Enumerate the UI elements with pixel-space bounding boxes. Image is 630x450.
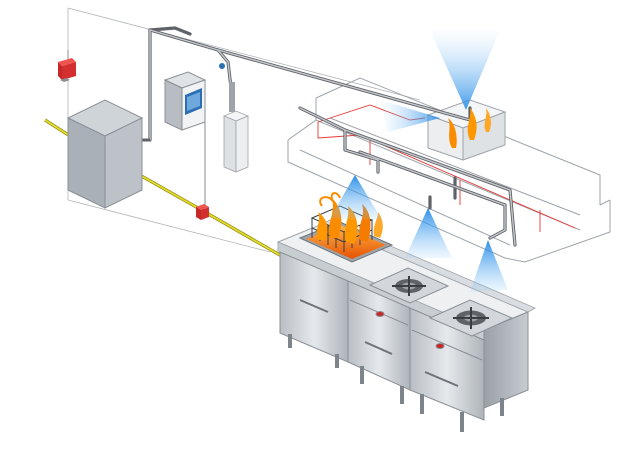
gas-shutoff-valve	[196, 115, 209, 220]
plenum-spray-nozzle	[380, 100, 440, 132]
range-burner-right	[428, 299, 514, 337]
duct-collar	[426, 99, 507, 161]
agent-cylinder	[219, 63, 250, 173]
base-cabinets	[279, 251, 485, 421]
duct-flames	[448, 108, 491, 148]
agent-cylinder-cabinet	[66, 99, 144, 209]
fryer-spray-nozzle	[330, 175, 382, 220]
burner-left-spray-nozzle	[405, 208, 452, 258]
control-panel	[163, 71, 207, 131]
range-burner-left	[368, 267, 450, 304]
gas-supply-line	[44, 118, 286, 260]
duct-spray-nozzle	[430, 30, 500, 110]
agent-distribution-piping	[148, 26, 517, 247]
cabinet-legs	[288, 334, 504, 432]
spray-nozzles	[330, 30, 508, 292]
burner-right-spray-nozzle	[470, 240, 508, 292]
manual-pull-station	[58, 50, 76, 82]
